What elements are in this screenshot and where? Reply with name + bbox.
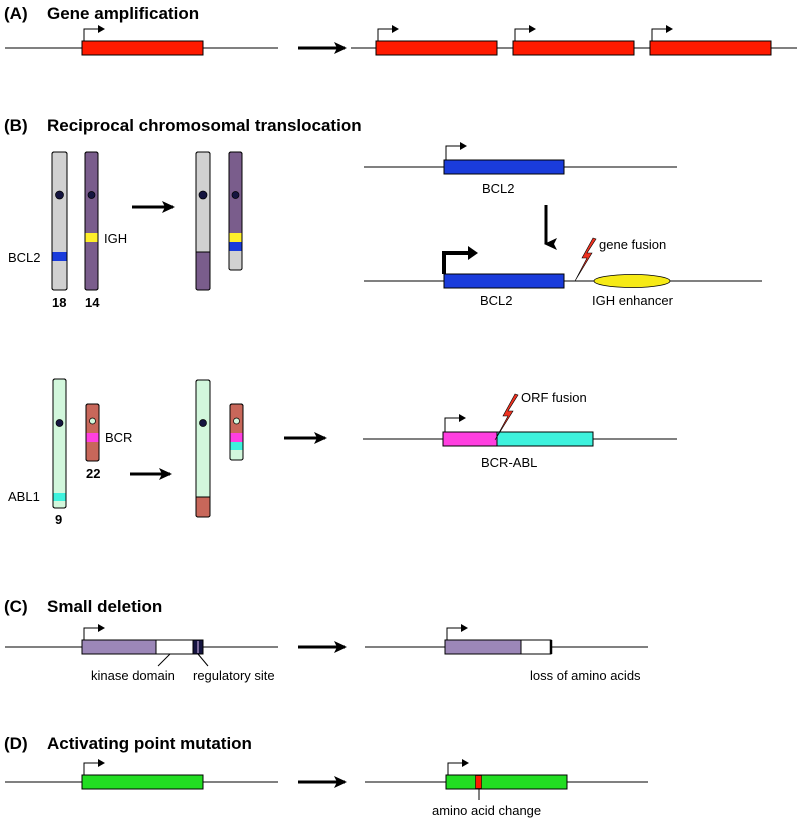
gene-box-green bbox=[445, 774, 568, 790]
transcription-start-arrow bbox=[83, 624, 105, 640]
igh-enhancer-ellipse bbox=[593, 274, 671, 288]
truncated-gene-segment bbox=[520, 639, 552, 655]
chr18-label: 18 bbox=[52, 295, 66, 310]
bcr-abl-label: BCR-ABL bbox=[481, 455, 537, 470]
derivative-chromosome-9-outline bbox=[195, 379, 211, 518]
panel-b: (B) Reciprocal chromosomal translocation… bbox=[4, 116, 762, 527]
kinase-domain-box bbox=[444, 639, 522, 655]
bcl2-top-label: BCL2 bbox=[482, 181, 515, 196]
panel-a-letter: (A) bbox=[4, 4, 28, 23]
chr14-segment bbox=[196, 252, 210, 290]
abl-gene-box bbox=[496, 431, 594, 447]
philadelphia-chromosome-outline bbox=[229, 403, 244, 461]
panel-c-letter: (C) bbox=[4, 597, 28, 616]
chr9-label: 9 bbox=[55, 512, 62, 527]
bcl2-band bbox=[52, 252, 67, 261]
gene-box-green bbox=[81, 774, 204, 790]
igh-enhancer-label: IGH enhancer bbox=[592, 293, 674, 308]
chr22-segment bbox=[196, 497, 210, 517]
derivative-chromosome-14-outline bbox=[228, 151, 243, 271]
centromere bbox=[231, 191, 240, 199]
gene-box-red bbox=[512, 40, 635, 56]
centromere bbox=[55, 190, 64, 200]
igh-label: IGH bbox=[104, 231, 127, 246]
kinase-domain-leader bbox=[157, 653, 171, 667]
chromosome-22 bbox=[85, 403, 100, 462]
chr9-segment bbox=[230, 450, 243, 460]
panel-d-title: Activating point mutation bbox=[47, 734, 252, 753]
regulatory-site-leader bbox=[197, 653, 209, 667]
chr14-label: 14 bbox=[85, 295, 100, 310]
regulatory-site-label: regulatory site bbox=[193, 668, 275, 683]
bcl2-bottom-label: BCL2 bbox=[480, 293, 513, 308]
transcription-start-arrow bbox=[83, 759, 105, 775]
derivative-chromosome-9 bbox=[195, 379, 211, 518]
bcr-band bbox=[86, 433, 99, 442]
panel-d-letter: (D) bbox=[4, 734, 28, 753]
chromosome-18-outline bbox=[51, 151, 68, 291]
bcl2-gene-box bbox=[443, 159, 565, 175]
igh-band bbox=[229, 233, 242, 242]
kinase-domain-label: kinase domain bbox=[91, 668, 175, 683]
panel-d: (D) Activating point mutation amino acid… bbox=[4, 734, 648, 818]
kinase-domain-box bbox=[81, 639, 157, 655]
igh-band bbox=[85, 233, 98, 242]
chr18-segment bbox=[229, 251, 242, 270]
derivative-chromosome-18-outline bbox=[195, 151, 211, 291]
panel-b-title: Reciprocal chromosomal translocation bbox=[47, 116, 362, 135]
transcription-start-arrow bbox=[514, 25, 536, 41]
transcription-start-arrow bbox=[83, 25, 105, 41]
abl1-band bbox=[53, 493, 66, 501]
gene-fusion-label: gene fusion bbox=[599, 237, 666, 252]
transcription-start-arrow bbox=[447, 759, 469, 775]
centromere bbox=[87, 191, 96, 199]
abl1-label: ABL1 bbox=[8, 489, 40, 504]
bcl2-left-label: BCL2 bbox=[8, 250, 41, 265]
loss-label: loss of amino acids bbox=[530, 668, 641, 683]
enhanced-transcription-arrow bbox=[442, 251, 470, 274]
gene-box-red bbox=[649, 40, 772, 56]
centromere bbox=[89, 417, 96, 425]
lightning-bolt-icon bbox=[574, 237, 597, 282]
bcl2-gene-box bbox=[443, 273, 565, 289]
bcr-gene-box bbox=[442, 431, 498, 447]
transcription-start-arrow bbox=[377, 25, 399, 41]
centromere bbox=[198, 190, 208, 200]
bcr-band bbox=[230, 433, 243, 442]
lightning-bolt-icon bbox=[494, 393, 519, 441]
chromosome-14 bbox=[84, 151, 99, 291]
panel-c: (C) Small deletion kinase domain regulat… bbox=[4, 597, 648, 683]
abl1-band bbox=[230, 442, 243, 450]
panel-a-title: Gene amplification bbox=[47, 4, 199, 23]
aa-change-label: amino acid change bbox=[432, 803, 541, 818]
panel-b-letter: (B) bbox=[4, 116, 28, 135]
chr22-label: 22 bbox=[86, 466, 100, 481]
enhanced-transcription-arrowhead bbox=[468, 246, 478, 260]
chromosome-9-outline bbox=[52, 378, 67, 509]
chromosome-22-outline bbox=[85, 403, 100, 462]
gene-box-red bbox=[375, 40, 498, 56]
chromosome-14-outline bbox=[84, 151, 99, 291]
gene-box-red bbox=[81, 40, 204, 56]
transcription-start-arrow bbox=[651, 25, 673, 41]
transcription-start-arrow bbox=[444, 414, 466, 432]
bcl2-band bbox=[229, 242, 242, 251]
bcr-label: BCR bbox=[105, 430, 132, 445]
panel-a: (A) Gene amplification bbox=[4, 4, 797, 56]
panel-c-title: Small deletion bbox=[47, 597, 162, 616]
chromosome-18 bbox=[51, 151, 68, 291]
orf-fusion-label: ORF fusion bbox=[521, 390, 587, 405]
chromosome-9 bbox=[52, 378, 67, 509]
gene-segment-white bbox=[155, 639, 194, 655]
centromere bbox=[199, 419, 207, 427]
centromere bbox=[233, 417, 240, 425]
transcription-start-arrow bbox=[445, 142, 467, 160]
centromere bbox=[55, 419, 64, 427]
point-mutation-mark bbox=[475, 775, 482, 789]
transcription-start-arrow bbox=[446, 624, 468, 640]
